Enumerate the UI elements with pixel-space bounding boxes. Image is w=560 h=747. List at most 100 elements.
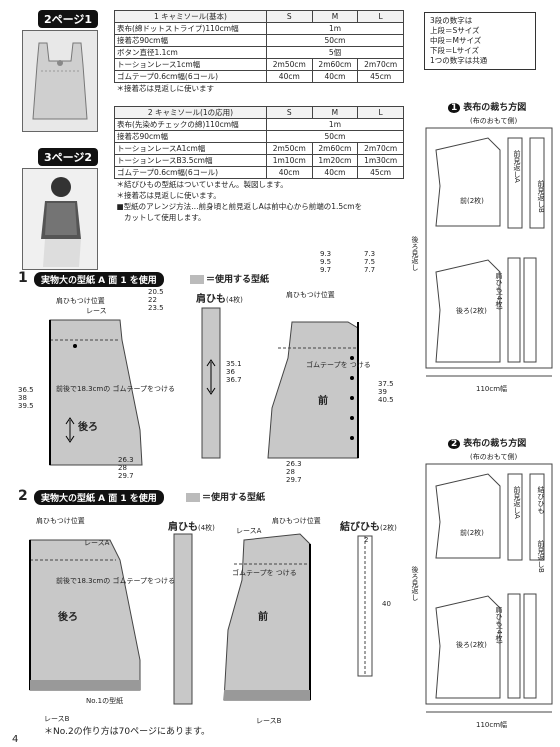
s2-front-label: 前 [258, 612, 268, 623]
cutting1-back: 後ろ(2枚) [456, 307, 487, 315]
s2-front-strap-pos: 肩ひもつけ位置 [272, 517, 321, 525]
s2-front-lace-a: レースA [236, 527, 262, 535]
cutting1-fold: (布のおもて側) [470, 117, 518, 125]
s2-back-strap-pos: 肩ひもつけ位置 [36, 517, 85, 525]
table2-note-2: ＊接着芯は見返しに使います。 [116, 191, 221, 200]
table-row: 表布(先染めチェックの綿)110cm幅 1m [114, 118, 405, 131]
table2-note-3: ■型紙のアレンジ方法…前身頃と前見返しAは前中心から前端の1.5cmを [116, 202, 363, 211]
s1-front-dim-b: 7.3 7.5 7.7 [364, 250, 376, 274]
s1-front-label: 前 [318, 396, 328, 407]
s2-back-lace-a: レースA [84, 539, 110, 547]
table-row: 接着芯90cm幅 50cm [114, 130, 405, 143]
table2-size-m: M [311, 106, 359, 119]
s2-tie-title: 結びひも(2枚) [340, 522, 397, 533]
s1-front-elastic: ゴムテープを つける [306, 361, 371, 369]
legend-swatch [186, 493, 200, 502]
table-row: トーションレースA1cm幅 2m50cm 2m60cm 2m70cm [114, 142, 404, 155]
table1-size-l: L [357, 10, 404, 23]
s1-back-strap-pos: 肩ひもつけ位置 [56, 297, 105, 305]
cutting1-back-facing: 後ろ見返し [411, 236, 419, 271]
photo-camisole-1 [22, 30, 98, 132]
cutting2-width: 110cm幅 [476, 721, 508, 729]
section2-front-pattern [223, 533, 311, 701]
s1-front-dim-a: 9.3 9.5 9.7 [320, 250, 332, 274]
camisole-1-illustration [23, 31, 97, 131]
s1-front-dim-bottom: 26.3 28 29.7 [286, 460, 302, 484]
s2-back-label: 後ろ [58, 612, 78, 623]
s2-back-no1: No.1の型紙 [86, 697, 124, 705]
cutting2-back: 後ろ(2枚) [456, 641, 487, 649]
table-row: 接着芯90cm幅 50cm [114, 34, 405, 47]
table-row: トーションレースB3.5cm幅 1m10cm 1m20cm 1m30cm [114, 154, 404, 167]
table1-note: ＊接着芯は見返しに使います [116, 84, 215, 93]
table-row: トーションレース1cm幅 2m50cm 2m60cm 2m70cm [114, 58, 404, 71]
cutting1-width: 110cm幅 [476, 385, 508, 393]
table2-size-l: L [357, 106, 404, 119]
s1-back-elastic: 前後で18.3cmの ゴムテープをつける [56, 385, 176, 393]
section2-legend: ＝使用する型紙 [186, 490, 265, 503]
cutting1-facing-a: 前見返しA [513, 150, 521, 183]
s1-back-label: 後ろ [78, 422, 98, 433]
s2-back-elastic: 前後で18.3cmの ゴムテープをつける [56, 577, 176, 585]
cutting2-fold: (布のおもて側) [470, 453, 518, 461]
table2-note-4: カットして使用します。 [116, 213, 206, 222]
table-row: ボタン直径1.1cm 5個 [114, 46, 405, 59]
table2-note-1: ＊結びひもの型紙はついていません。製図します。 [116, 180, 288, 189]
page-tag-1: 2ページ1 [38, 10, 99, 28]
cutting1-facing-b: 前見返しB [537, 180, 545, 213]
table-row: 表布(綿ドットストライプ)110cm幅 1m [114, 22, 405, 35]
cutting2-diagram [425, 463, 553, 713]
s2-front-lace-b: レースB [256, 717, 282, 725]
s1-strap-dims: 35.1 36 36.7 [226, 360, 242, 384]
cutting2-facing-b: 前見返しB [537, 540, 545, 573]
s2-tie-dim: 40 [382, 600, 391, 608]
section1-front-pattern [267, 321, 359, 459]
photo-camisole-2 [22, 168, 98, 270]
table2-title: 2 キャミソール(1の応用) [114, 106, 267, 119]
s2-tie-width: 2 [364, 536, 369, 544]
section2-number: 2 [18, 488, 28, 504]
cutting2-facing-a: 前見返しA [513, 486, 521, 519]
page-tag-2: 3ページ2 [38, 148, 99, 166]
s1-front-dim-side: 37.5 39 40.5 [378, 380, 394, 404]
s2-strap-pattern [173, 533, 193, 705]
s1-back-lace: レース [86, 307, 107, 315]
cutting2-strap: 肩ひも(4枚) [495, 606, 503, 644]
s1-back-dim-side: 36.5 38 39.5 [18, 386, 34, 410]
table1-size-s: S [265, 10, 313, 23]
section1-number: 1 [18, 270, 28, 286]
s2-front-elastic: ゴムテープを つける [232, 569, 297, 577]
s2-strap-title: 肩ひも(4枚) [168, 522, 215, 533]
cutting2-front: 前(2枚) [460, 529, 484, 537]
s1-strap-pattern [201, 307, 221, 459]
materials-table-1: 1 キャミソール(基本) S M L 表布(綿ドットストライプ)110cm幅 1… [114, 10, 405, 94]
section1-title: 実物大の型紙 A 面 1 を使用 [34, 272, 164, 287]
table1-title: 1 キャミソール(基本) [114, 10, 267, 23]
section1-back-pattern [49, 319, 143, 466]
section1-legend: ＝使用する型紙 [190, 272, 269, 285]
page-number: 4 [12, 734, 19, 745]
cutting1-strap: 肩ひも(4枚) [495, 272, 503, 310]
table-row: ゴムテープ0.6cm幅(6コール) 40cm 40cm 45cm [114, 166, 404, 179]
legend-swatch [190, 275, 204, 284]
table-row: ゴムテープ0.6cm幅(6コール) 40cm 40cm 45cm [114, 70, 404, 83]
s2-back-lace-b: レースB [44, 715, 70, 723]
materials-table-2: 2 キャミソール(1の応用) S M L 表布(先染めチェックの綿)110cm幅… [114, 106, 405, 223]
table2-size-s: S [265, 106, 313, 119]
cutting2-tie: 結びひも [537, 486, 545, 514]
section2-title: 実物大の型紙 A 面 1 を使用 [34, 490, 164, 505]
s1-back-dim-bottom: 26.3 28 29.7 [118, 456, 134, 480]
s1-back-dim-top: 20.5 22 23.5 [148, 288, 164, 312]
camisole-2-illustration [23, 169, 97, 269]
cutting2-back-facing: 後ろ見返し [411, 566, 419, 601]
s1-strap-title: 肩ひも(4枚) [196, 294, 243, 305]
cutting1-front: 前(2枚) [460, 197, 484, 205]
table1-size-m: M [311, 10, 359, 23]
footer-note: ＊No.2の作り方は70ページにあります。 [44, 727, 211, 737]
cutting1-diagram [425, 127, 553, 377]
size-note-box: 3段の数字は 上段＝Sサイズ 中段＝Mサイズ 下段＝Lサイズ 1つの数字は共通 [424, 12, 536, 70]
s2-tie-pattern [357, 535, 373, 677]
s1-front-strap-pos: 肩ひもつけ位置 [286, 291, 335, 299]
